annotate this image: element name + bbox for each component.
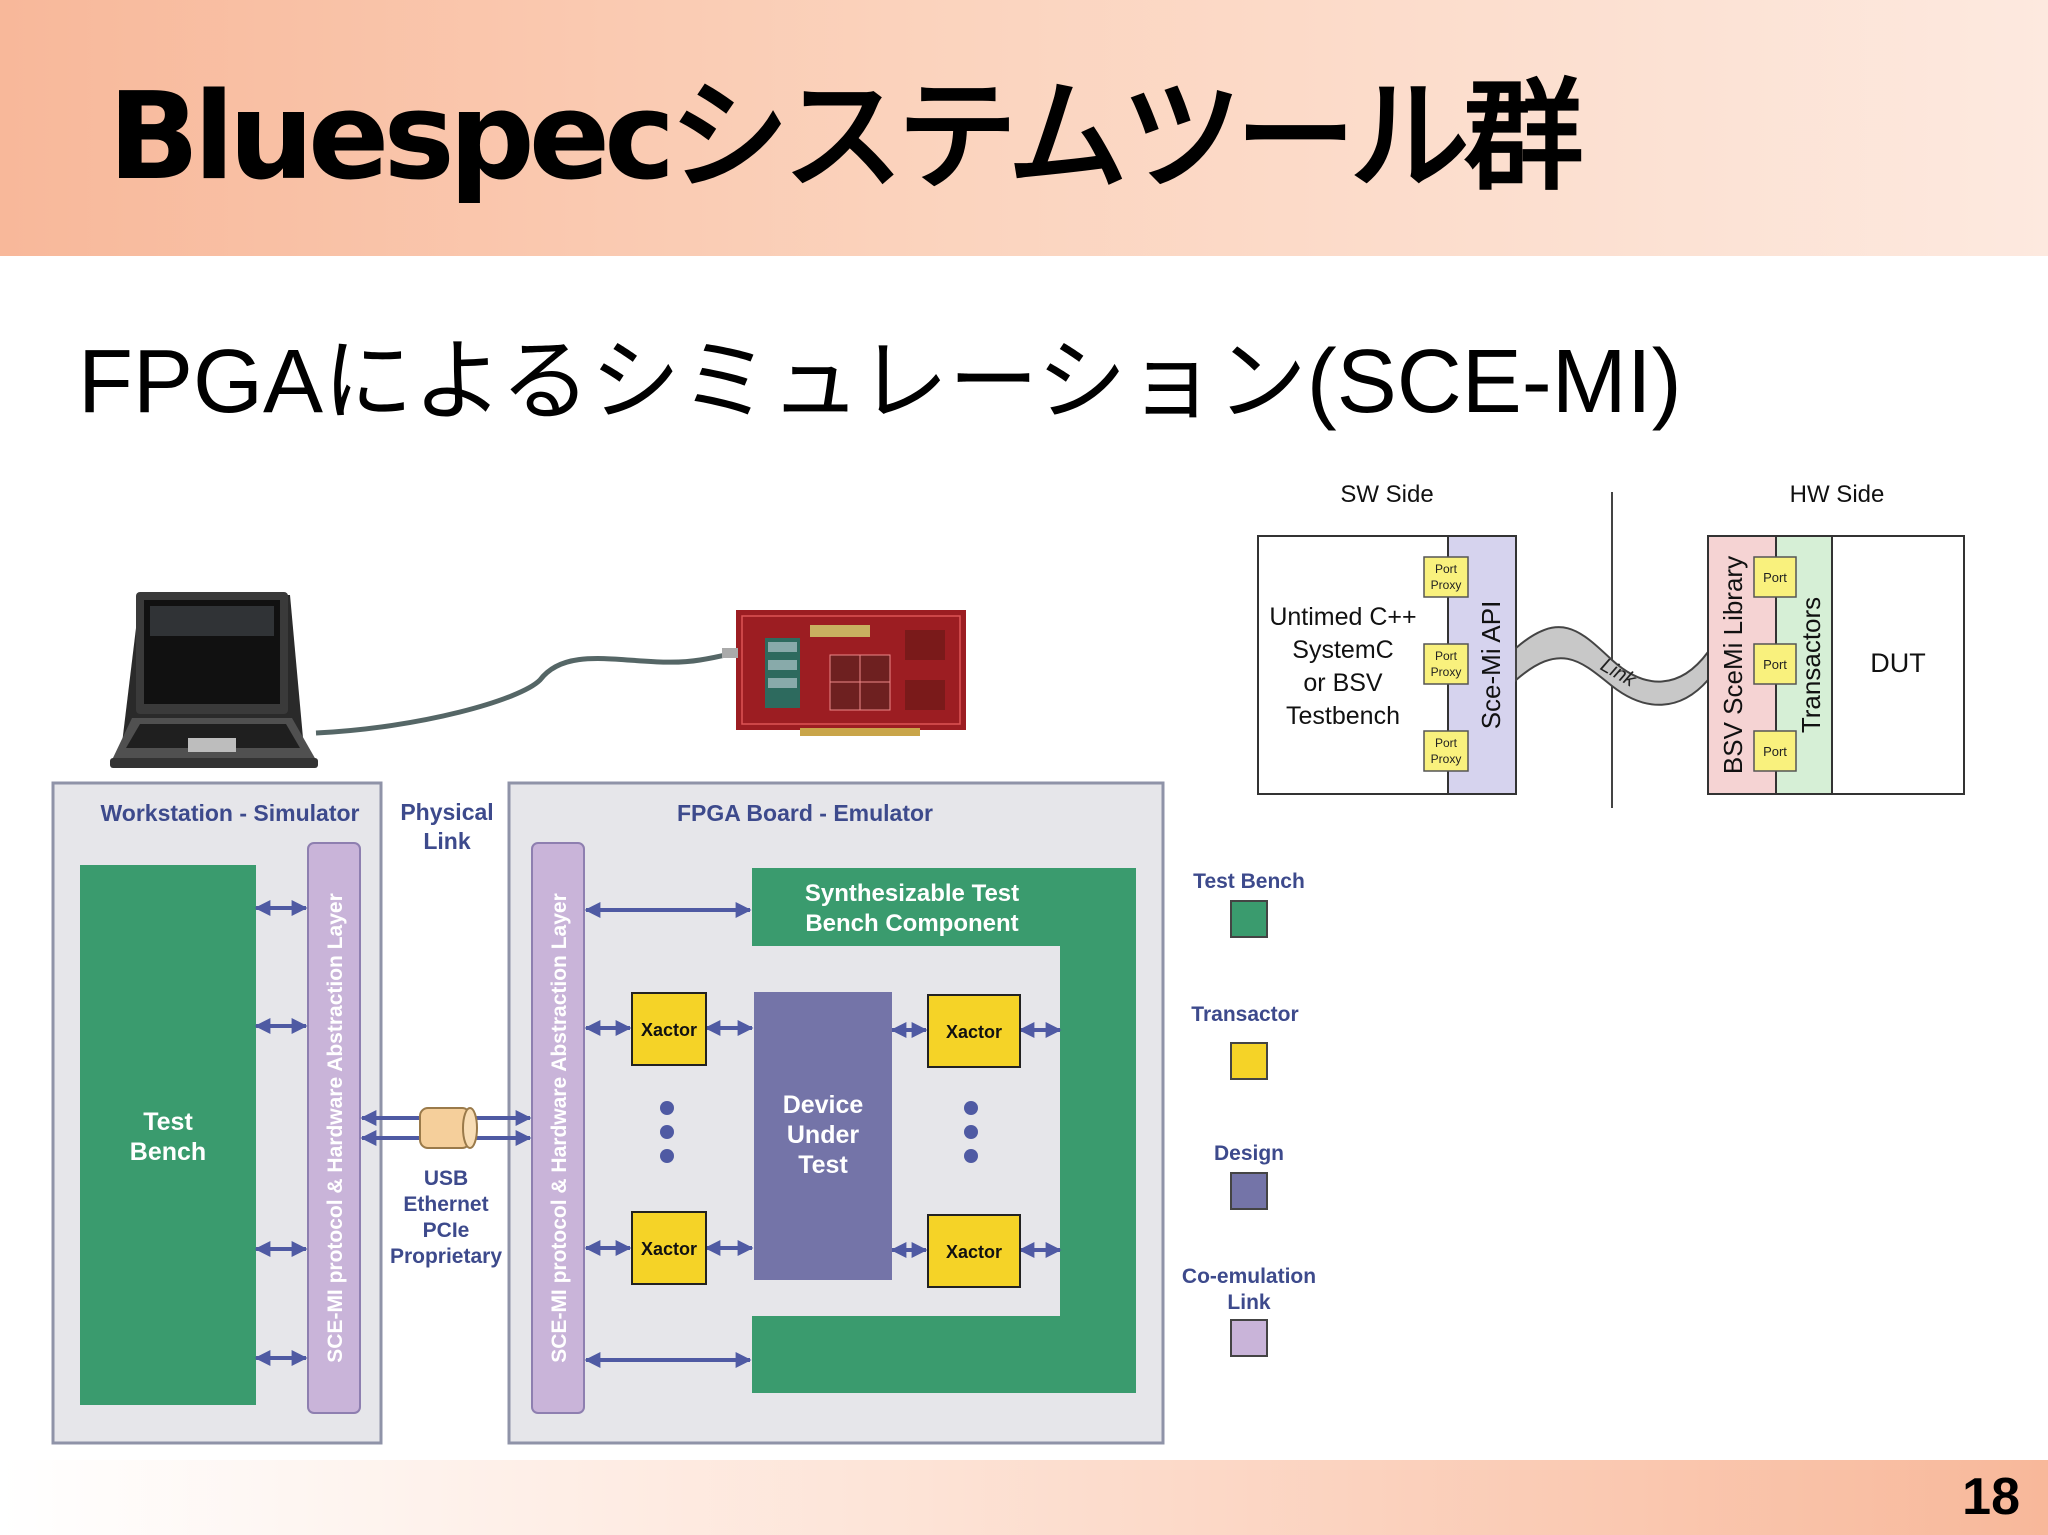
xactor-left-bottom [631, 1211, 707, 1285]
page-number: 18 [1962, 1468, 2020, 1526]
xactor-left-top-label: Xactor [641, 1020, 697, 1040]
legend-design-swatch [1230, 1172, 1268, 1210]
fpga-arrows [584, 902, 1062, 1368]
legend-transactor-swatch [1230, 1042, 1268, 1080]
test-bench-block [80, 865, 256, 1405]
port-proxy-1: Port Proxy [1423, 556, 1469, 598]
synth-tb-block [752, 868, 1136, 1393]
test-bench-line-2: Bench [130, 1138, 206, 1166]
connection-proprietary: Proprietary [390, 1245, 502, 1268]
device-under-test-block [754, 992, 892, 1280]
scemi-flow-diagram: SW Side HW Side Untimed C++ SystemC or B… [1257, 481, 1965, 808]
title-band [0, 0, 2048, 256]
xactor-right-bottom-label: Xactor [946, 1242, 1002, 1262]
port-proxy-2-line-1: Port [1435, 649, 1458, 663]
slide-title: Bluespecシステムツール群 [108, 68, 1584, 207]
ellipsis-dots [660, 1101, 978, 1163]
synth-tb-line-2: Bench Component [805, 910, 1018, 937]
architecture-diagram: Workstation - Simulator Physical Link FP… [51, 781, 1165, 1445]
fpga-title: FPGA Board - Emulator [677, 800, 933, 826]
hal-layer-right-label: SCE-MI protocol & Hardware Abstraction L… [548, 893, 571, 1362]
hal-layer-left-label: SCE-MI protocol & Hardware Abstraction L… [324, 893, 347, 1362]
hw-port-3-label: Port [1763, 744, 1787, 759]
testbench-line-3: or BSV [1303, 669, 1383, 697]
transactors-label: Transactors [1796, 597, 1826, 733]
xactor-right-top-label: Xactor [946, 1022, 1002, 1042]
legend-co-emulation-label-line-2: Link [1227, 1291, 1270, 1314]
hw-port-1: Port [1753, 556, 1797, 598]
fpga-board-image [722, 610, 966, 736]
physical-link-connector [360, 1107, 532, 1149]
hw-port-3: Port [1753, 730, 1797, 772]
testbench-box [1257, 535, 1449, 795]
port-proxy-2: Port Proxy [1423, 643, 1469, 685]
hw-port-2-label: Port [1763, 657, 1787, 672]
workstation-title: Workstation - Simulator [101, 800, 360, 826]
testbench-line-2: SystemC [1292, 636, 1393, 664]
legend: Test Bench Transactor Design Co-emulatio… [1182, 870, 1316, 1357]
laptop-image [110, 592, 318, 768]
bsv-library-label: BSV SceMi Library [1718, 556, 1748, 774]
footer-band [0, 1460, 2048, 1535]
xactor-right-bottom [927, 1214, 1021, 1288]
xactor-right-top [927, 994, 1021, 1068]
xactor-left-bottom-label: Xactor [641, 1239, 697, 1259]
left-layer-arrows [254, 900, 308, 1366]
port-proxy-3: Port Proxy [1423, 730, 1469, 772]
test-bench-line-1: Test [143, 1108, 193, 1136]
slide-subtitle: FPGAによるシミュレーション(SCE-MI) [78, 332, 1682, 432]
legend-co-emulation-label-line-1: Co-emulation [1182, 1265, 1316, 1288]
synth-tb-line-1: Synthesizable Test [805, 880, 1019, 907]
port-proxy-2-line-2: Proxy [1431, 665, 1462, 679]
dut-block-line-3: Test [798, 1151, 848, 1179]
port-proxy-1-line-1: Port [1435, 562, 1458, 576]
sw-side-label: SW Side [1340, 481, 1433, 508]
legend-transactor-label: Transactor [1191, 1003, 1298, 1026]
dut-block-line-2: Under [787, 1121, 860, 1149]
legend-test-bench-swatch [1230, 900, 1268, 938]
dut-box [1831, 535, 1965, 795]
legend-test-bench-label: Test Bench [1193, 870, 1305, 893]
port-proxy-1-line-2: Proxy [1431, 578, 1462, 592]
usb-cable [315, 649, 741, 736]
port-proxy-3-line-2: Proxy [1431, 752, 1462, 766]
hw-side-label: HW Side [1790, 481, 1885, 508]
hal-layer-left [307, 842, 361, 1414]
physical-link-line-2: Link [423, 828, 470, 854]
connection-ethernet: Ethernet [403, 1193, 488, 1216]
xactor-left-top [631, 992, 707, 1066]
dut-block-line-1: Device [783, 1091, 864, 1119]
connection-usb: USB [424, 1167, 468, 1190]
scemi-api-label: Sce-Mi API [1476, 601, 1506, 730]
physical-link-line-1: Physical [400, 799, 493, 825]
hw-port-1-label: Port [1763, 570, 1787, 585]
hal-layer-right [531, 842, 585, 1414]
dut-label: DUT [1870, 648, 1926, 678]
hw-port-2: Port [1753, 643, 1797, 685]
legend-design-label: Design [1214, 1142, 1284, 1165]
legend-co-emulation-swatch [1230, 1319, 1268, 1357]
connection-pcie: PCIe [423, 1219, 470, 1242]
testbench-line-4: Testbench [1286, 702, 1400, 730]
port-proxy-3-line-1: Port [1435, 736, 1458, 750]
testbench-line-1: Untimed C++ [1269, 603, 1416, 631]
